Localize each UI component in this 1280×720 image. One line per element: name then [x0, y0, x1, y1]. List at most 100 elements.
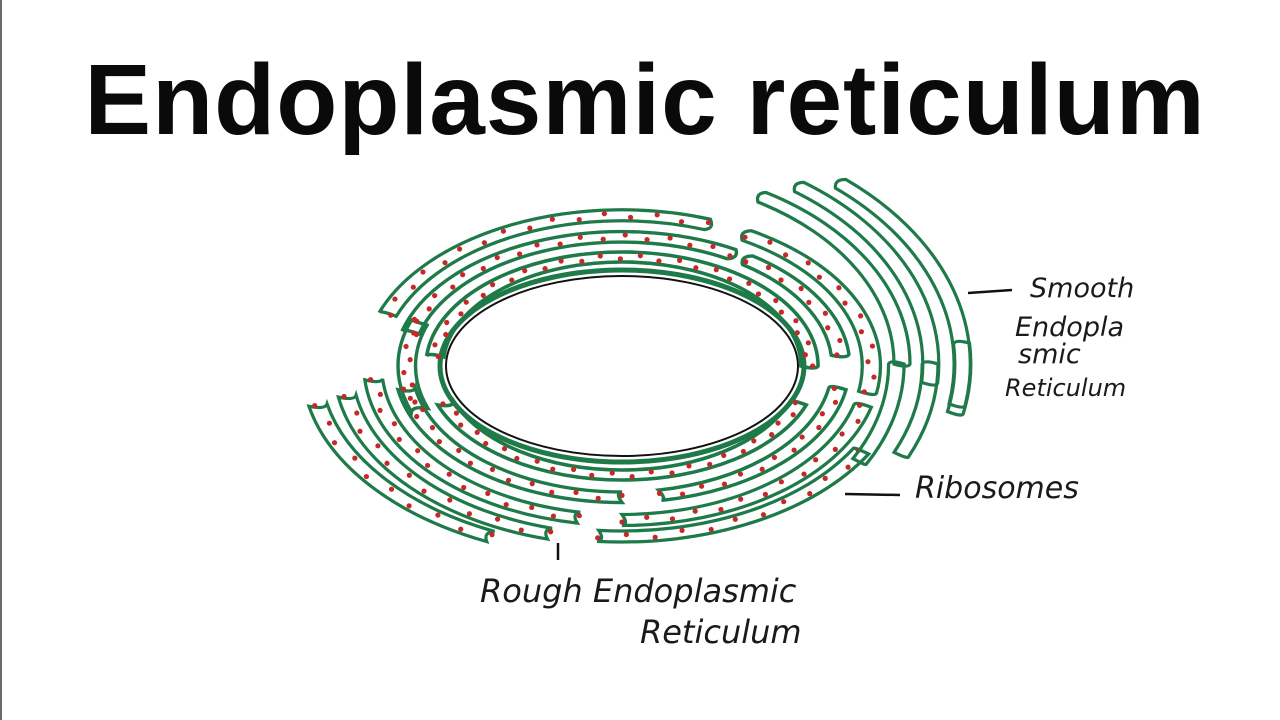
ribosome-dot	[341, 393, 347, 400]
ribosome-dot	[527, 225, 533, 231]
ribosome-dot	[388, 486, 395, 492]
ribosome-dot	[400, 386, 407, 392]
ribosome-dot	[805, 260, 811, 266]
ribosome-dot	[456, 447, 462, 454]
rough-er-cisterna	[658, 387, 846, 501]
ribosome-dot	[534, 242, 540, 248]
ribosome-dot	[793, 318, 799, 324]
rough-er-cisterna	[365, 379, 580, 523]
ribosome-dot	[410, 284, 416, 290]
ribosome-dot	[577, 234, 583, 240]
ribosome-dot	[480, 292, 486, 298]
ribosome-dot	[494, 516, 501, 522]
ribosome-dot	[534, 458, 540, 464]
ribosome-dot	[652, 534, 658, 540]
ribosome-dot	[871, 374, 877, 380]
ribosome-dot	[792, 400, 798, 406]
ribosome-dot	[825, 325, 831, 331]
ribosome-dot	[490, 282, 496, 288]
ribosome-dot	[686, 463, 692, 469]
ribosome-dot	[467, 460, 474, 466]
ribosome-dot	[656, 258, 662, 264]
ribosome-dot	[391, 421, 398, 427]
ribosome-dot	[424, 462, 431, 469]
rough-er-cisterna	[309, 404, 495, 542]
ribosome-dot	[816, 424, 822, 431]
ribosome-dot	[436, 439, 442, 445]
ribosome-dot	[707, 461, 713, 467]
frame-edge	[0, 0, 2, 720]
ribosome-dot	[576, 216, 582, 223]
ribosome-dot	[831, 385, 837, 392]
ribosome-dot	[363, 473, 370, 480]
ribosome-dot	[837, 337, 843, 344]
ribosome-dot	[832, 399, 839, 405]
smooth-label-line-1: Smooth	[1030, 273, 1134, 304]
rough-er-cisterna	[622, 403, 871, 525]
smooth-er-tubule	[853, 362, 904, 465]
ribosome-dot	[447, 497, 453, 503]
rough-er-cisterna	[379, 210, 711, 317]
ribosome-dot	[420, 269, 426, 275]
ribosome-dot	[869, 343, 876, 349]
ribosome-dot	[589, 472, 595, 478]
ribosomes-leader-line	[844, 492, 901, 497]
ribosome-dot	[415, 448, 421, 454]
ribosome-dot	[458, 526, 464, 532]
ribosome-dot	[595, 535, 601, 541]
ribosome-dot	[727, 253, 733, 259]
ribosome-dot	[529, 481, 535, 487]
ribosome-dot	[440, 401, 446, 407]
ribosome-dot	[799, 434, 805, 440]
ribosome-dot	[367, 376, 374, 383]
smooth-label-line-2: Endopla	[1015, 312, 1124, 343]
ribosome-dot	[809, 363, 816, 369]
ribosome-dot	[458, 311, 464, 317]
ribosome-dot	[732, 516, 738, 522]
ribosome-dot	[836, 285, 842, 291]
ribosome-dot	[494, 254, 500, 261]
ribosome-dot	[517, 251, 523, 257]
ribosome-dot	[622, 232, 628, 238]
ribosome-dot	[858, 329, 865, 335]
ribosome-dot	[721, 481, 728, 487]
ribosome-dot	[778, 479, 784, 485]
ribosome-dot	[667, 235, 673, 241]
ribosome-dot	[597, 253, 603, 259]
ribosome-dot	[505, 477, 512, 483]
ribosome-dot	[760, 512, 767, 518]
ribosome-dot	[857, 402, 863, 408]
ribosome-dot	[595, 495, 601, 501]
ribosome-dot	[794, 330, 800, 336]
ribosome-dot	[435, 512, 441, 518]
ribosome-dot	[600, 236, 606, 242]
ribosome-dot	[509, 277, 515, 283]
rough-label-line-1: Rough Endoplasmic	[480, 572, 797, 610]
ribosome-dot	[813, 457, 819, 463]
ribosome-dot	[420, 406, 426, 413]
smooth-leader-line	[967, 288, 1013, 295]
nucleus	[437, 267, 807, 465]
rough-label: Rough Endoplasmic Reticulum	[480, 572, 802, 651]
ribosome-dot	[740, 448, 746, 455]
ribosome-dot	[489, 466, 496, 473]
ribosome-dot	[461, 484, 467, 491]
ribosome-dot	[444, 319, 450, 326]
ribosome-dot	[718, 506, 724, 513]
ribosome-dot	[518, 527, 524, 533]
ribosome-dot	[522, 268, 528, 274]
ribosome-dot	[457, 246, 463, 252]
ribosome-dot	[773, 297, 779, 304]
ribosome-dot	[453, 410, 459, 416]
ribosome-dot	[542, 265, 548, 272]
ribosome-dot	[466, 511, 473, 517]
ribosome-dot	[737, 471, 744, 477]
ribosome-dot	[865, 359, 871, 365]
rough-er-cisterna	[398, 320, 428, 412]
ribosome-dot	[409, 382, 415, 388]
ribosome-dot	[446, 471, 452, 477]
ribosome-dot	[656, 490, 663, 496]
ribosome-dot	[781, 499, 787, 505]
ribosome-dot	[721, 452, 727, 459]
ribosome-dot	[481, 240, 488, 246]
